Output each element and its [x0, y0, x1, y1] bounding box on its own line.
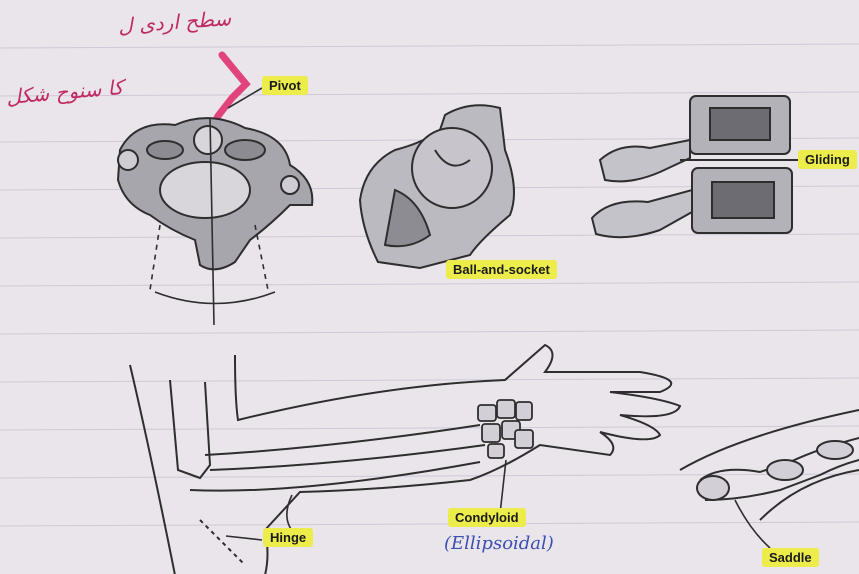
gliding-joint-drawing	[592, 96, 800, 237]
label-saddle: Saddle	[762, 548, 819, 567]
carpal-bones	[478, 400, 533, 458]
ball-socket-drawing	[360, 105, 514, 268]
label-pivot: Pivot	[262, 76, 308, 95]
label-gliding: Gliding	[798, 150, 857, 169]
label-ball-and-socket: Ball-and-socket	[446, 260, 557, 279]
pink-bracket	[212, 55, 246, 128]
ellipsoidal-note: (Ellipsoidal)	[444, 533, 554, 554]
label-hinge: Hinge	[263, 528, 313, 547]
label-condyloid: Condyloid	[448, 508, 526, 527]
